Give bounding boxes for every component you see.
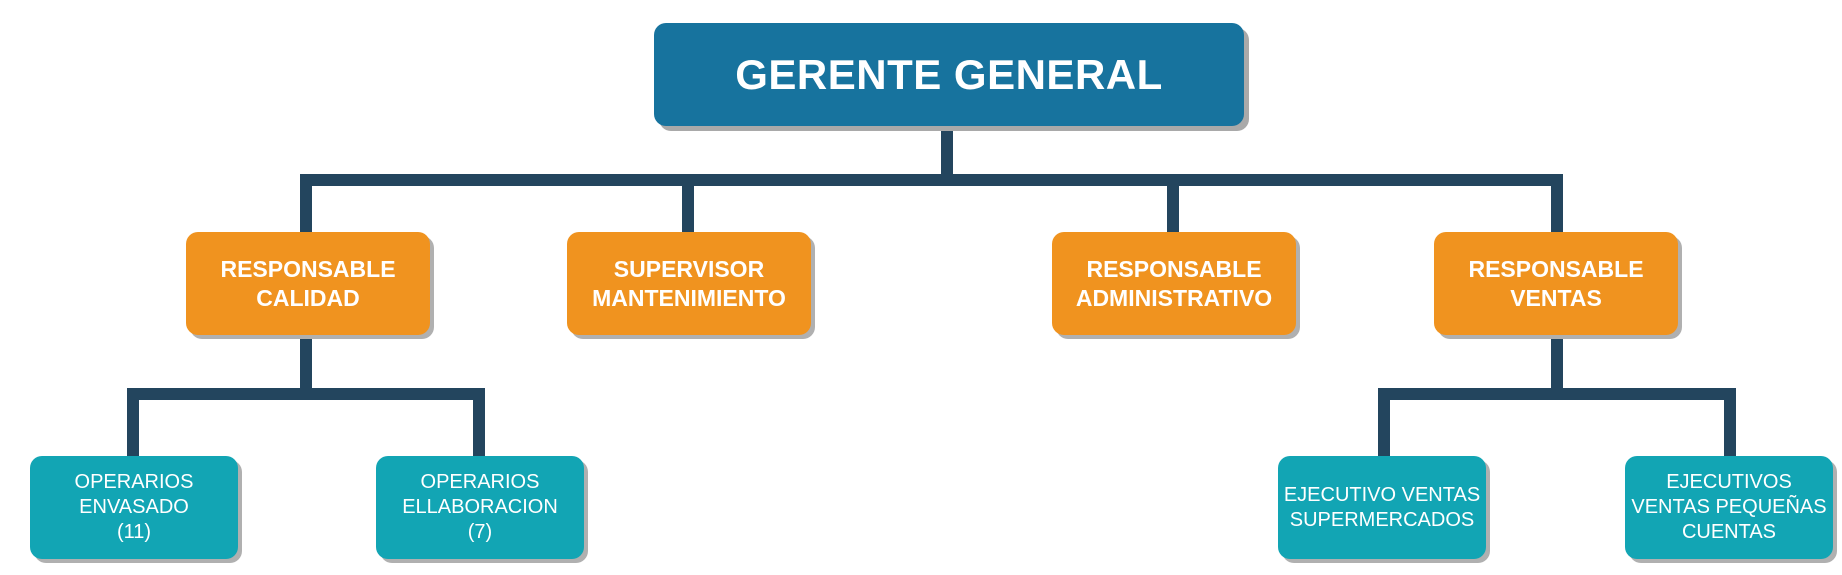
node-label: OPERARIOS ELLABORACION (7) (402, 471, 558, 543)
node-label: GERENTE GENERAL (735, 50, 1163, 98)
node-label: EJECUTIVOS VENTAS PEQUEÑAS CUENTAS (1631, 471, 1827, 543)
node-label: RESPONSABLE CALIDAD (220, 255, 396, 311)
node-label: OPERARIOS ENVASADO (11) (74, 471, 194, 543)
node-responsable-calidad: RESPONSABLE CALIDAD (186, 232, 430, 335)
node-ejecutivo-ventas-supermercados: EJECUTIVO VENTAS SUPERMERCADOS (1278, 456, 1486, 559)
node-responsable-administrativo: RESPONSABLE ADMINISTRATIVO (1052, 232, 1296, 335)
node-gerente-general: GERENTE GENERAL (654, 23, 1244, 126)
node-responsable-ventas: RESPONSABLE VENTAS (1434, 232, 1678, 335)
node-operarios-elaboracion: OPERARIOS ELLABORACION (7) (376, 456, 584, 559)
node-label: RESPONSABLE ADMINISTRATIVO (1075, 255, 1273, 311)
node-supervisor-mantenimiento: SUPERVISOR MANTENIMIENTO (567, 232, 811, 335)
node-ejecutivos-ventas-pequenas-cuentas: EJECUTIVOS VENTAS PEQUEÑAS CUENTAS (1625, 456, 1833, 559)
node-label: SUPERVISOR MANTENIMIENTO (592, 255, 786, 311)
node-label: EJECUTIVO VENTAS SUPERMERCADOS (1283, 483, 1481, 531)
node-label: RESPONSABLE VENTAS (1468, 255, 1644, 311)
node-operarios-envasado: OPERARIOS ENVASADO (11) (30, 456, 238, 559)
